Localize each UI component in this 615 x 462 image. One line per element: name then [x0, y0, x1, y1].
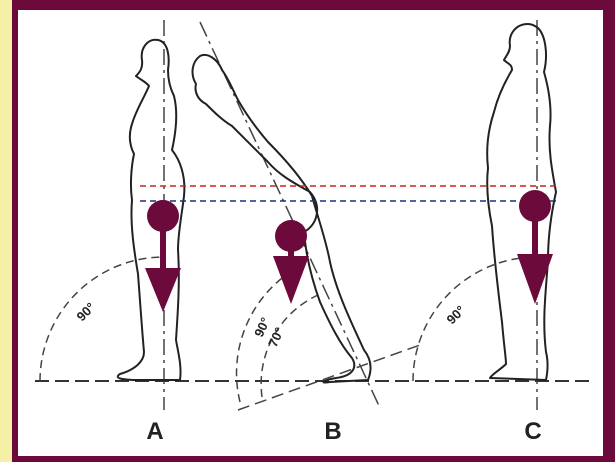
figure-label-a: A	[135, 418, 175, 446]
angle-label-c: 90°	[444, 303, 469, 328]
figure-label-c: C	[513, 418, 553, 446]
gravity-marker-b	[273, 220, 309, 304]
gravity-marker-a	[145, 200, 181, 312]
angle-arc-a	[40, 257, 164, 381]
angle-arc-c	[413, 257, 537, 381]
angle-label-a: 90°	[74, 300, 99, 325]
figure-label-b: B	[313, 418, 353, 446]
